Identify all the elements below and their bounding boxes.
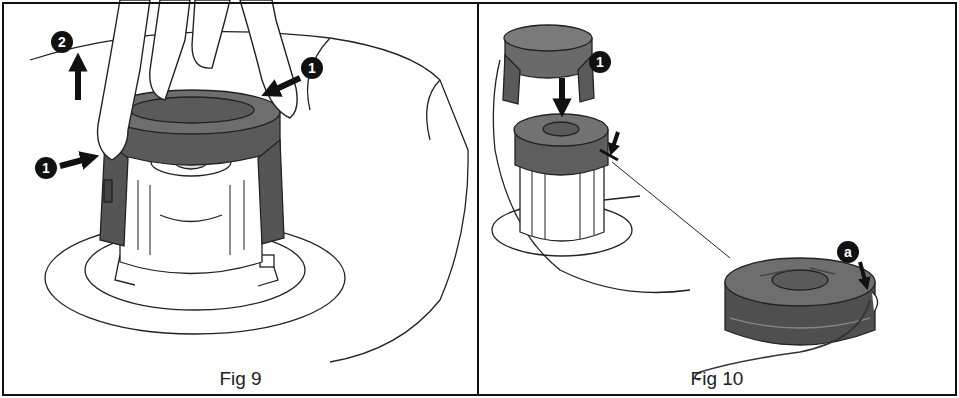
move-arrow [562, 78, 866, 284]
figure-caption: Fig 9 [4, 368, 477, 390]
callout-number: 1 [589, 51, 611, 73]
figure-panel: Fig 9 [2, 2, 479, 396]
callout-number: a [837, 241, 859, 263]
callout-number: 2 [51, 31, 73, 53]
trimmer-guard [30, 32, 468, 362]
spool [514, 114, 618, 175]
figure-panel: Fig 10 [477, 2, 957, 396]
move-arrow [60, 62, 300, 166]
hand [98, 0, 298, 160]
spool-housing [120, 148, 262, 274]
figure-caption: Fig 10 [479, 368, 955, 390]
spool-cover [503, 25, 594, 104]
callout-number: 1 [301, 57, 323, 79]
zoom-line [612, 162, 730, 258]
callout-number: 1 [35, 157, 57, 179]
spool-detail [695, 258, 878, 380]
